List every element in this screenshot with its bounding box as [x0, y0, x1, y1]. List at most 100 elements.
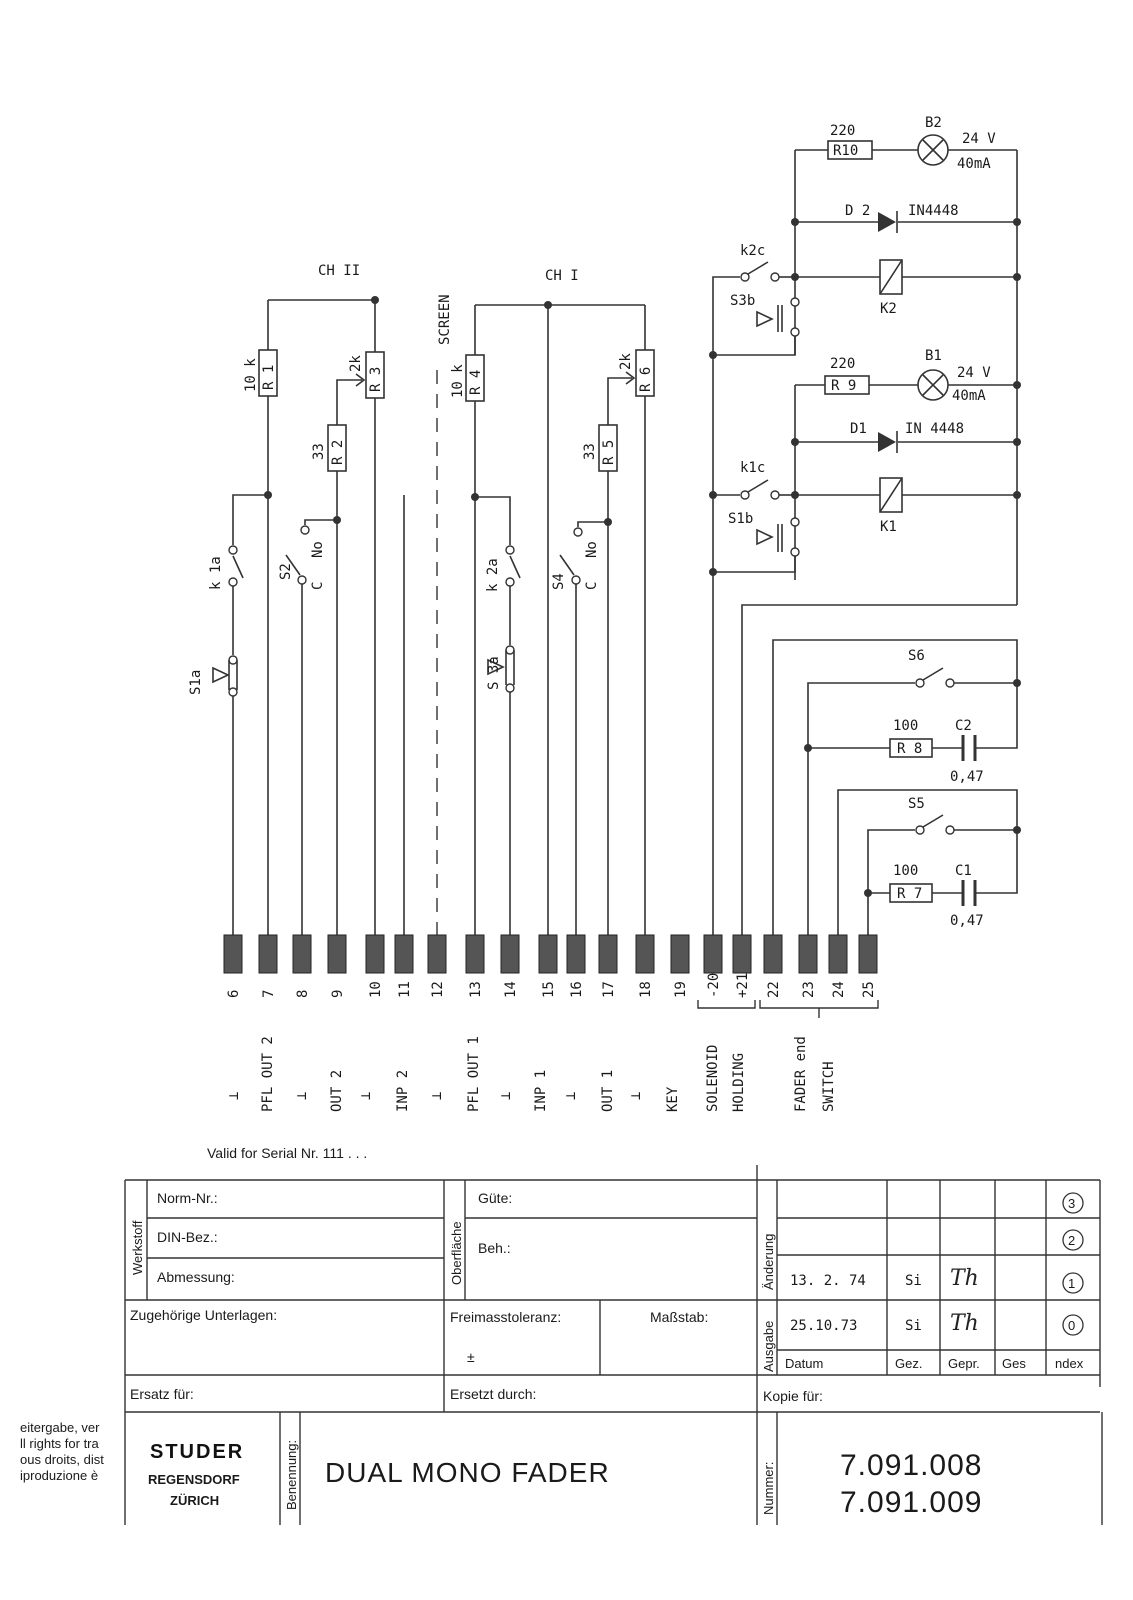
s4-no-contact — [573, 527, 583, 537]
terminal-8 — [292, 934, 312, 974]
company-city: ZÜRICH — [170, 1493, 219, 1508]
terminal-number-13: 13 — [468, 981, 484, 998]
b1-right-node — [1013, 381, 1021, 389]
terminal-number-15: 15 — [541, 981, 557, 998]
r9-resistor — [824, 375, 870, 395]
ground-symbols: ⊥ ⊥ ⊥ ⊥ ⊥ ⊥ ⊥ — [226, 1092, 644, 1100]
b1-voltage: 24 V — [957, 365, 991, 381]
r7-ref: R 7 — [897, 886, 922, 902]
fader-bracket — [759, 1000, 879, 1018]
s1b-wire — [713, 556, 796, 573]
s5-contact-right — [945, 825, 955, 835]
revision-index-circle — [1062, 1192, 1084, 1214]
freimass-value: ± — [467, 1349, 475, 1365]
terminal-6 — [223, 934, 243, 974]
pfl-out-2-label: PFL OUT 2 — [260, 1036, 276, 1112]
terminal-16 — [566, 934, 586, 974]
revision-date: 25.10.73 — [790, 1318, 857, 1334]
s2-no-label: No — [310, 541, 326, 558]
r6-wiper — [607, 371, 636, 425]
s3a-label: S 3a — [486, 656, 502, 690]
terminal-number-16: 16 — [569, 981, 585, 998]
r5-ref: R 5 — [601, 440, 617, 465]
terminal-number-22: 22 — [766, 981, 782, 998]
margin-note: iproduzione è — [20, 1468, 98, 1483]
company-city: REGENSDORF — [148, 1472, 240, 1487]
d2-part: IN4448 — [908, 203, 959, 219]
k1c-label: k1c — [740, 460, 765, 476]
out-2-label: OUT 2 — [329, 1070, 345, 1112]
revision-index: 2 — [1068, 1233, 1075, 1248]
s5-right-wire — [932, 829, 1018, 894]
s1a-contact-bottom — [228, 687, 238, 697]
terminal-number-14: 14 — [503, 981, 519, 998]
r3-wiper — [336, 373, 366, 425]
s3a-contact-bottom — [505, 683, 515, 693]
b1-current: 40mA — [952, 388, 986, 404]
guete-label: Güte: — [478, 1190, 512, 1206]
ersatz-fuer-label: Ersatz für: — [130, 1386, 194, 1402]
terminal-number-21: +21 — [735, 973, 751, 998]
aenderung-label: Änderung — [761, 1234, 776, 1290]
d2-ref: D 2 — [845, 203, 870, 219]
drawing-number: 7.091.008 — [840, 1449, 982, 1482]
s3b-contact-bottom — [790, 327, 800, 337]
norm-nr-label: Norm-Nr.: — [157, 1190, 218, 1206]
zugehoerige-label: Zugehörige Unterlagen: — [130, 1307, 277, 1323]
revision-index-circle — [1062, 1272, 1084, 1294]
ges-header: Ges — [1002, 1356, 1026, 1371]
s2-no-wire — [304, 519, 337, 525]
inp-1-label: INP 1 — [533, 1070, 549, 1112]
revision-checked-by: Th — [950, 1266, 979, 1291]
out-1-label: OUT 1 — [600, 1070, 616, 1112]
switch-label: SWITCH — [821, 1061, 837, 1112]
s6-contact-left — [915, 678, 925, 688]
c1-ref: C1 — [955, 863, 972, 879]
inp-2-label: INP 2 — [395, 1070, 411, 1112]
s4-c-label: C — [584, 582, 600, 590]
s6-blade — [922, 667, 944, 681]
s5-blade — [922, 814, 944, 828]
s3b-label: S3b — [730, 293, 755, 309]
terminal-15 — [538, 934, 558, 974]
solenoid-bracket — [697, 1000, 756, 1009]
k2a-contact-bottom — [505, 577, 515, 587]
screen-label: SCREEN — [437, 294, 453, 345]
ausgabe-label: Ausgabe — [761, 1321, 776, 1372]
k1c-contact-right — [770, 490, 780, 500]
r9-ref: R 9 — [831, 378, 856, 394]
s3a-plunger — [505, 650, 515, 685]
s2-c-label: C — [310, 582, 326, 590]
d2-diode — [878, 212, 896, 232]
revision-date: 13. 2. 74 — [790, 1273, 866, 1289]
title-block-frame — [124, 1179, 1101, 1525]
s1a-contact-top — [228, 655, 238, 665]
b2-lamp-cross — [922, 139, 944, 161]
r6-value: 2k — [618, 353, 634, 370]
k2-label: K2 — [880, 301, 897, 317]
oberflaeche-label: Oberfläche — [449, 1221, 464, 1285]
index-header: ndex — [1055, 1356, 1084, 1371]
s3b-actuator — [756, 310, 774, 328]
terminal-number-19: 19 — [673, 981, 689, 998]
k1-label: K1 — [880, 519, 897, 535]
pfl-out-1-label: PFL OUT 1 — [466, 1036, 482, 1112]
s2-no-contact — [300, 525, 310, 535]
b2-ref: B2 — [925, 115, 942, 131]
s1a-label: S1a — [188, 670, 204, 695]
din-bez-label: DIN-Bez.: — [157, 1229, 218, 1245]
k2c-left-wire — [712, 276, 740, 355]
s3a-actuator — [487, 658, 505, 676]
s1b-plunger — [777, 524, 783, 552]
s6-right-wire — [932, 682, 1018, 749]
s2-label: S2 — [278, 563, 294, 580]
revision-index: 3 — [1068, 1196, 1075, 1211]
holding-label: HOLDING — [731, 1053, 747, 1112]
t25-wire — [867, 829, 915, 935]
r9-value: 220 — [830, 356, 855, 372]
ch2-label: CH II — [318, 263, 360, 279]
s5-contact-left — [915, 825, 925, 835]
revision-index-circle — [1062, 1229, 1084, 1251]
ground-icon: ⊥ — [294, 1092, 310, 1100]
b1-lamp-cross — [922, 374, 944, 396]
